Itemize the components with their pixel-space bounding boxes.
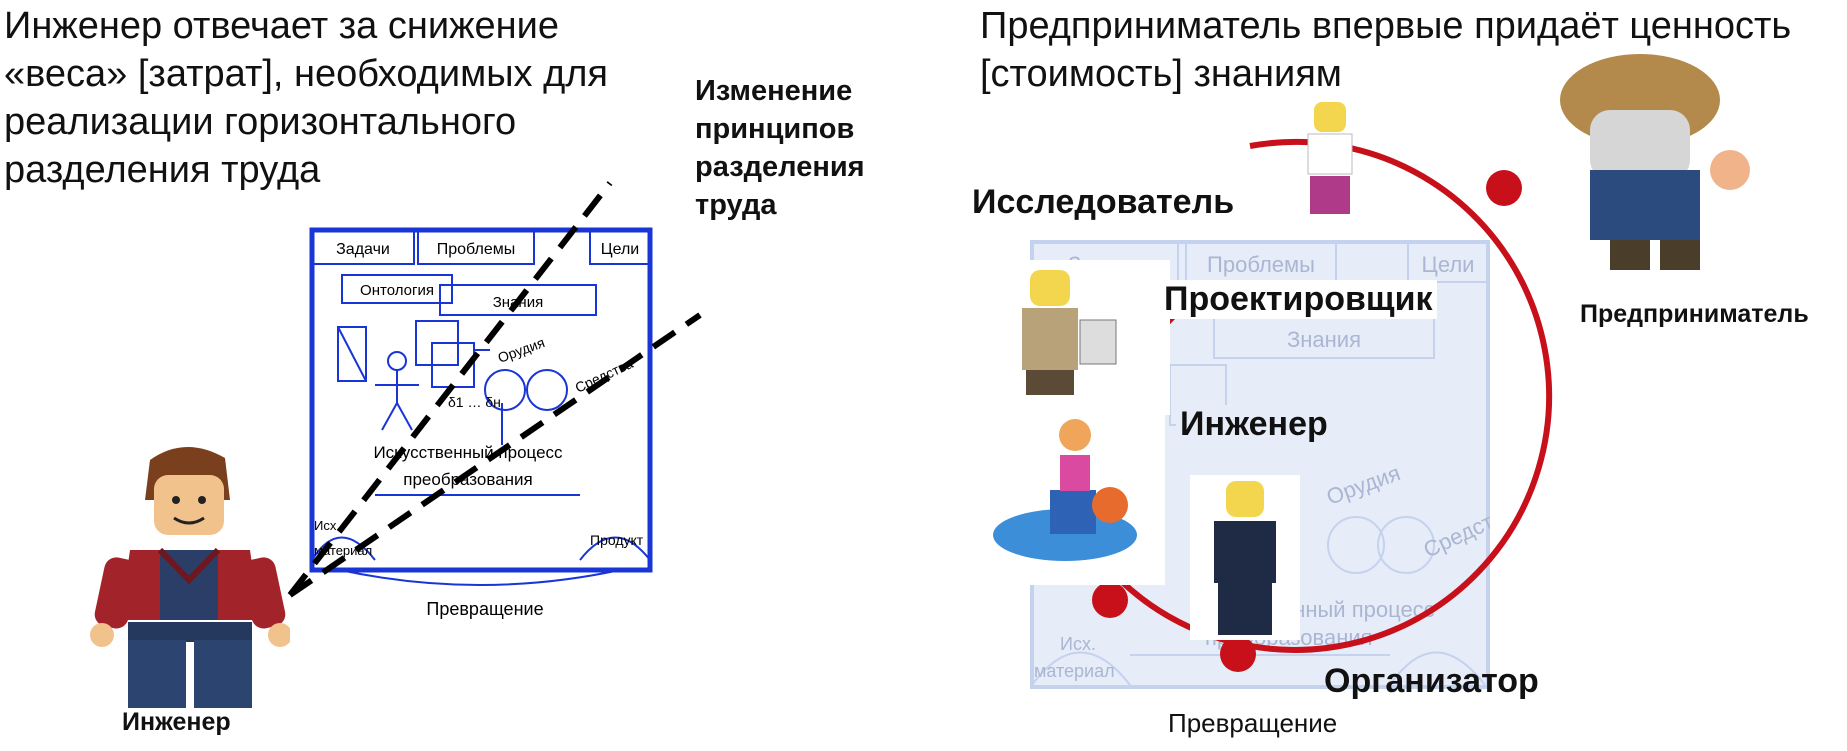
goals-label: Цели xyxy=(601,241,639,258)
left-heading: Инженер отвечает за снижение «веса» [зат… xyxy=(4,5,608,191)
blocks-figure xyxy=(990,395,1165,585)
faded-transformation-label: Превращение xyxy=(1168,708,1338,738)
designer-label: Проектировщик xyxy=(1160,280,1437,319)
faded-problems-label: Проблемы xyxy=(1207,252,1315,277)
transformation-label: Превращение xyxy=(426,599,543,619)
designer-figure xyxy=(990,260,1170,415)
faded-knowledge-label: Знания xyxy=(1287,327,1361,352)
engineer-left-label: Инженер xyxy=(122,708,231,736)
faded-raw-label-2: материал xyxy=(1034,661,1115,681)
researcher-figure xyxy=(1307,102,1353,214)
cycle-node-organizer xyxy=(1220,636,1256,672)
organizer-figure xyxy=(1190,475,1300,640)
faded-goals-label: Цели xyxy=(1422,252,1475,277)
right-heading: Предприниматель впервые придаёт ценность… xyxy=(980,5,1792,95)
process-label-1: Искусственный процесс xyxy=(373,443,563,462)
cycle-node-entrepreneur xyxy=(1486,170,1522,206)
entrepreneur-figure xyxy=(1560,54,1750,270)
product-label: Продукт xyxy=(590,532,644,548)
engineer-figure-left xyxy=(90,446,290,708)
faded-raw-label-1: Исх. xyxy=(1060,634,1096,654)
cycle-node-engineer xyxy=(1092,582,1128,618)
dashed-rays xyxy=(287,181,702,598)
process-label-2: преобразования xyxy=(403,470,532,489)
side-note: Изменение принципов разделения труда xyxy=(695,75,865,221)
ontology-label: Онтология xyxy=(360,282,434,299)
problems-label: Проблемы xyxy=(437,241,515,258)
organizer-label: Организатор xyxy=(1324,662,1539,700)
engineer-label: Инженер xyxy=(1176,405,1332,444)
entrepreneur-label: Предприниматель xyxy=(1580,300,1809,328)
tasks-label: Задачи xyxy=(336,241,390,258)
researcher-label: Исследователь xyxy=(968,183,1239,222)
raw-label-1: Исх. xyxy=(314,518,340,533)
deltas-label: δ1 … δн xyxy=(448,394,501,410)
